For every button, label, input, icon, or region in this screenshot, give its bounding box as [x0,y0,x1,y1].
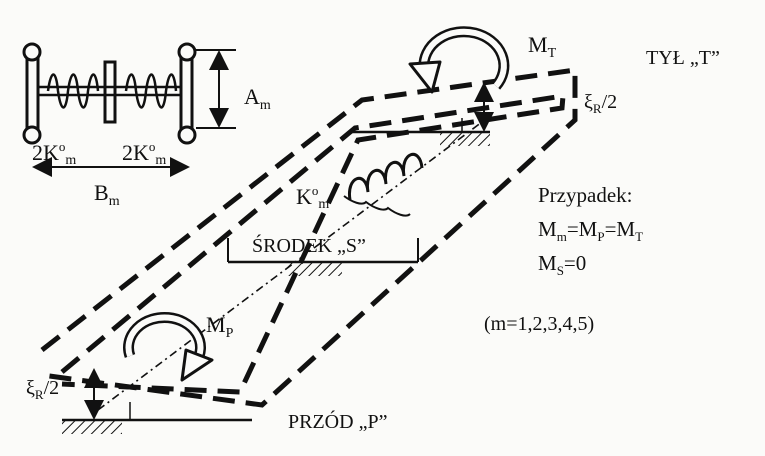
left-spring [46,73,100,109]
b-dimension-label: Bm [94,180,120,209]
left-stiffness-label: 2Kom [32,139,76,168]
center-spring [348,152,424,201]
right-spring [124,73,178,109]
rear-moment-label: MT [528,32,557,61]
rear-support [350,118,490,146]
middle-ground-hatch [286,262,342,276]
front-support [62,402,252,434]
axle-schematic [22,42,236,177]
front-label: PRZÓD „P” [288,409,387,433]
left-wheel-top-pin [22,42,42,62]
vehicle-body-outline [40,67,578,408]
case-heading: Przypadek: [538,183,632,207]
case-equation-moments: Mm=MP=MT [538,217,643,244]
a-dimension-label: Am [244,84,271,113]
center-spring-lower-coils [343,195,411,217]
middle-support [227,238,419,276]
middle-label: ŚRODEK „S” [252,233,366,257]
lower-dashed-frame [60,93,566,395]
front-moment-label: MP [206,312,234,341]
rear-xi-label: ξR/2 [584,91,617,116]
right-wheel-bottom-pin [177,125,197,145]
front-xi-label: ξR/2 [26,377,59,402]
rear-ground-hatch [440,132,490,146]
rear-label: TYŁ „T” [646,47,720,69]
left-wheel-bottom-pin [22,125,42,145]
rear-moment-arrow [408,26,510,94]
upper-dashed-frame [40,67,578,408]
front-ground-hatch [62,420,122,434]
case-range: (m=1,2,3,4,5) [484,313,594,335]
right-stiffness-label: 2Kom [122,139,166,168]
front-moment-arrow [123,311,214,382]
center-stiffness-label: Kom [296,183,329,212]
case-equation-middle: MS=0 [538,251,586,278]
right-wheel-top-pin [177,42,197,62]
axle-center-post [103,60,117,124]
axle-beam [36,85,183,97]
